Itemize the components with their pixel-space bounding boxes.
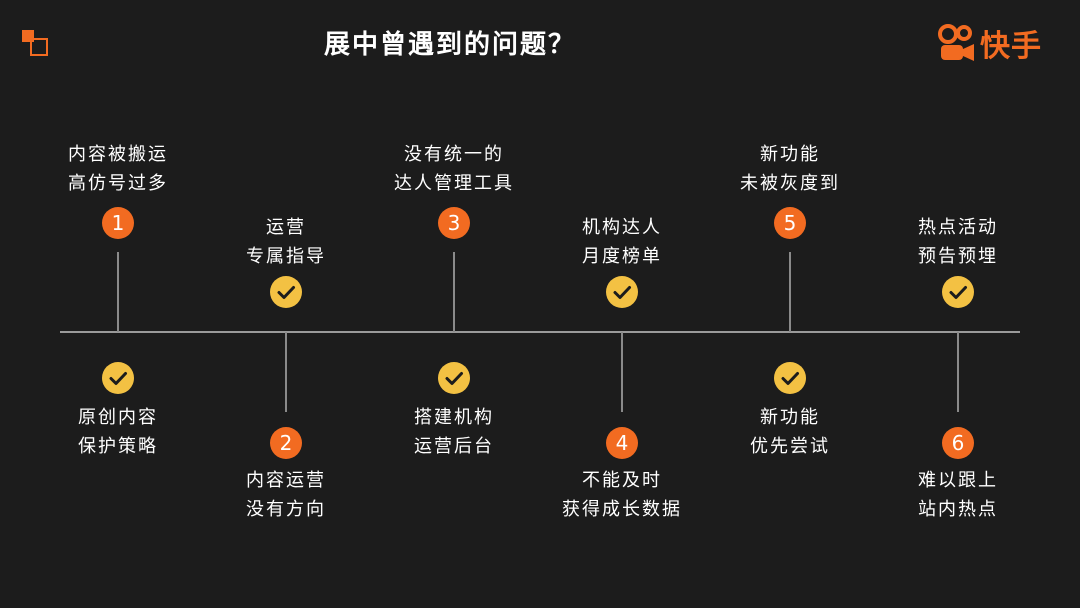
solution-label-4: 机构达人月度榜单 xyxy=(582,217,662,267)
solution-label-3: 搭建机构运营后台 xyxy=(414,407,494,457)
connector-line xyxy=(789,252,791,332)
connector-line xyxy=(453,252,455,332)
solution-label-1: 原创内容保护策略 xyxy=(78,407,158,457)
problem-label-6: 难以跟上站内热点 xyxy=(918,470,998,520)
page-title: 展中曾遇到的问题？ xyxy=(323,30,576,60)
check-icon xyxy=(102,362,134,394)
problem-number-6: 6 xyxy=(942,427,974,459)
solution-label-6: 热点活动预告预埋 xyxy=(918,217,998,267)
connector-line xyxy=(957,332,959,412)
kuaishou-logo: 快手 xyxy=(936,18,1042,68)
problem-label-5: 新功能未被灰度到 xyxy=(740,144,840,194)
solution-label-5: 新功能优先尝试 xyxy=(750,407,830,457)
problem-number-3: 3 xyxy=(438,207,470,239)
problem-label-3: 没有统一的达人管理工具 xyxy=(394,144,514,194)
problem-label-2: 内容运营没有方向 xyxy=(246,470,326,520)
check-icon xyxy=(774,362,806,394)
problem-number-2: 2 xyxy=(270,427,302,459)
brand-name: 快手 xyxy=(980,29,1042,64)
check-icon xyxy=(942,276,974,308)
check-icon xyxy=(270,276,302,308)
timeline-axis xyxy=(60,331,1020,333)
check-icon xyxy=(606,276,638,308)
corner-squares-icon xyxy=(22,30,50,58)
check-icon xyxy=(438,362,470,394)
problem-number-4: 4 xyxy=(606,427,638,459)
solution-label-2: 运营专属指导 xyxy=(246,217,326,267)
connector-line xyxy=(285,332,287,412)
connector-line xyxy=(117,252,119,332)
connector-line xyxy=(621,332,623,412)
problem-number-1: 1 xyxy=(102,207,134,239)
problem-label-1: 内容被搬运高仿号过多 xyxy=(68,144,168,194)
problem-number-5: 5 xyxy=(774,207,806,239)
problem-label-4: 不能及时获得成长数据 xyxy=(562,470,682,520)
kuaishou-camera-icon xyxy=(938,24,974,61)
